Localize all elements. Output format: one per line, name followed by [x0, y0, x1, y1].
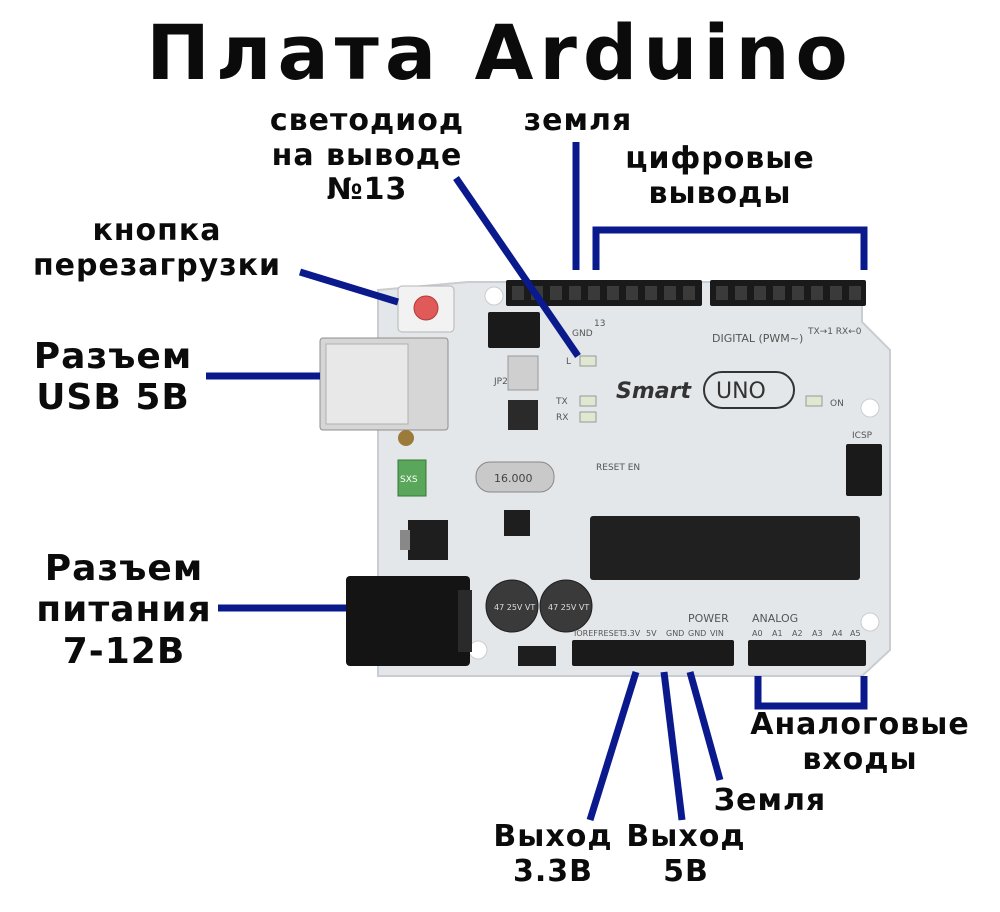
- power-pin-label: GND: [688, 629, 706, 638]
- power-pin-labels: IOREF RESET 3.3V 5V GND GND VIN: [574, 629, 724, 638]
- icsp2-header: [488, 312, 540, 348]
- silk-power: POWER: [688, 612, 729, 625]
- label-reset: кнопка перезагрузки: [14, 213, 300, 283]
- capacitor-2: [539, 579, 593, 633]
- fuse: [397, 459, 427, 497]
- label-line: питания: [36, 589, 212, 631]
- capacitor-1: [485, 579, 539, 633]
- small-chip: [504, 510, 530, 536]
- brand-uno: UNO: [716, 379, 766, 404]
- leader-ground-bottom: [686, 671, 724, 781]
- label-line: светодиод: [269, 103, 465, 138]
- label-ground-bottom: Земля: [713, 783, 827, 818]
- analog-pin-label: A5: [850, 629, 861, 638]
- silk-rx: RX: [556, 413, 568, 423]
- microcontroller: [590, 516, 860, 580]
- brand-uno-frame: [703, 371, 795, 409]
- label-out5: Выход 5В: [616, 819, 756, 889]
- label-line: 3.3В: [512, 853, 593, 889]
- label-out33: Выход 3.3В: [478, 819, 628, 889]
- label-line: Разъем: [44, 548, 204, 589]
- label-power-jack: Разъем питания 7-12В: [30, 548, 218, 672]
- bracket-digital: [592, 226, 868, 270]
- mount-hole: [860, 398, 880, 418]
- label-digital: цифровые выводы: [610, 141, 830, 211]
- silk-13: 13: [594, 319, 605, 329]
- silk-l: L: [566, 357, 571, 367]
- label-line: 5В: [663, 853, 709, 889]
- cap-label-2: 47 25V VT: [548, 603, 589, 612]
- label-usb: Разъем USB 5В: [20, 336, 206, 419]
- jp2-pads: [507, 355, 539, 391]
- label-line: на выводе: [271, 137, 463, 173]
- label-line: Выход: [626, 819, 746, 854]
- silk-jp2: JP2: [493, 377, 508, 387]
- label-line: №13: [326, 172, 408, 207]
- label-ground-top: земля: [523, 103, 633, 138]
- digital-header-right: [710, 280, 866, 306]
- reset-button-cap: [413, 295, 439, 321]
- page-title: Плата Arduino: [146, 8, 854, 97]
- analog-header: [748, 640, 866, 666]
- leader-out33: [586, 670, 640, 822]
- silk-crystal: 16.000: [494, 472, 533, 485]
- silk-analog: ANALOG: [752, 612, 798, 625]
- power-pin-label: IOREF: [574, 629, 598, 638]
- diode: [518, 646, 556, 666]
- analog-pin-label: A2: [792, 629, 803, 638]
- label-line: выводы: [648, 175, 792, 211]
- silk-txrx-digital: TX→1 RX←0: [807, 327, 862, 337]
- bracket-analog: [754, 676, 868, 710]
- voltage-regulator: [408, 520, 448, 560]
- label-line: входы: [802, 741, 918, 777]
- analog-pin-label: A4: [832, 629, 843, 638]
- mount-hole: [484, 286, 504, 306]
- silk-tx: TX: [555, 397, 568, 407]
- led-13: [579, 355, 597, 367]
- analog-pin-labels: A0 A1 A2 A3 A4 A5: [752, 629, 861, 638]
- analog-pin-label: A1: [772, 629, 783, 638]
- brand-smart: Smart: [616, 379, 692, 404]
- power-pin-label: 3.3V: [622, 629, 641, 638]
- silk-reset-en: RESET EN: [596, 463, 640, 473]
- silk-icsp: ICSP: [852, 431, 873, 441]
- label-line: перезагрузки: [32, 247, 282, 283]
- icsp-header: [846, 444, 882, 496]
- crystal: [475, 461, 555, 493]
- label-line: Выход: [493, 819, 613, 854]
- power-pin-label: VIN: [710, 629, 724, 638]
- leader-led13: [453, 176, 581, 358]
- leader-reset: [298, 268, 400, 306]
- analog-pin-label: A0: [752, 629, 763, 638]
- silk-fuse: SXS: [400, 475, 418, 485]
- usb-cap: [398, 430, 414, 446]
- on-led: [805, 395, 823, 407]
- leader-out5: [660, 671, 686, 821]
- usb-chip: [508, 400, 538, 430]
- cap-label-1: 47 25V VT: [494, 603, 535, 612]
- power-header: [572, 640, 734, 666]
- power-jack: [346, 576, 470, 666]
- power-pin-label: GND: [666, 629, 684, 638]
- label-led13: светодиод на выводе №13: [262, 103, 472, 208]
- silk-digital: DIGITAL (PWM~): [712, 332, 803, 345]
- label-line: цифровые: [625, 141, 815, 176]
- label-line: кнопка: [92, 213, 222, 248]
- silk-on: ON: [830, 399, 844, 409]
- label-line: Разъем: [33, 336, 193, 377]
- led-rx: [579, 411, 597, 423]
- led-tx: [579, 395, 597, 407]
- analog-pin-label: A3: [812, 629, 823, 638]
- label-line: USB 5В: [36, 377, 190, 419]
- power-pin-label: RESET: [598, 629, 624, 638]
- silk-gnd-top: GND: [572, 329, 593, 339]
- mount-hole: [860, 612, 880, 632]
- leader-lines: [206, 142, 868, 822]
- label-analog: Аналоговые входы: [734, 707, 986, 777]
- label-line: Аналоговые: [750, 707, 970, 742]
- power-pin-label: 5V: [646, 629, 657, 638]
- label-line: 7-12В: [62, 630, 186, 672]
